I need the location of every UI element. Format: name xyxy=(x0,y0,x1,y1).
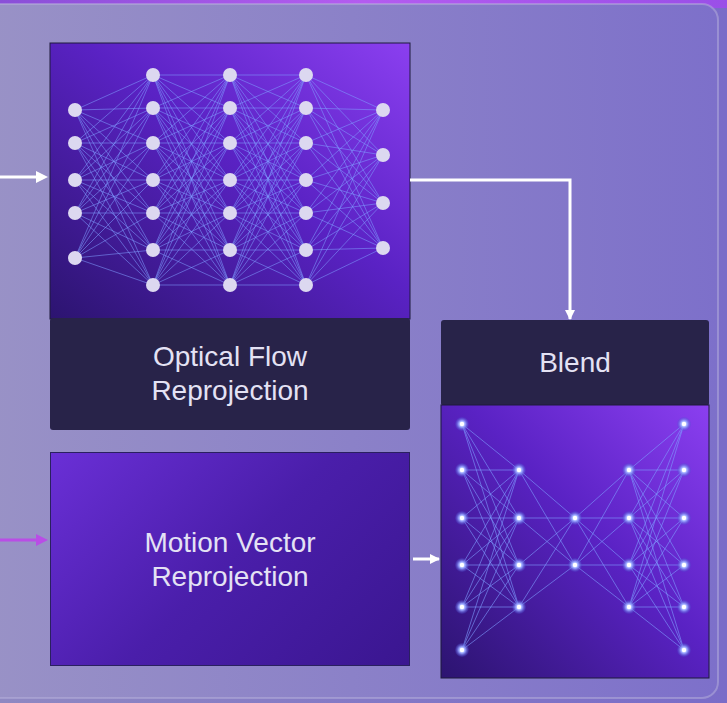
node-label: Motion Vector Reprojection xyxy=(115,526,345,594)
text-area: Motion Vector Reprojection xyxy=(51,453,409,667)
text-area: Optical Flow Reprojection xyxy=(50,318,410,430)
process-box: Optical Flow Reprojection xyxy=(50,43,410,430)
blend-box: Blend xyxy=(441,320,709,678)
node-label: Blend xyxy=(460,346,690,380)
flow-arrow xyxy=(413,558,439,561)
flow-arrow xyxy=(410,180,570,319)
text-area: Blend xyxy=(441,320,709,406)
process-box: Motion Vector Reprojection xyxy=(50,452,410,666)
node-label: Optical Flow Reprojection xyxy=(115,340,345,408)
